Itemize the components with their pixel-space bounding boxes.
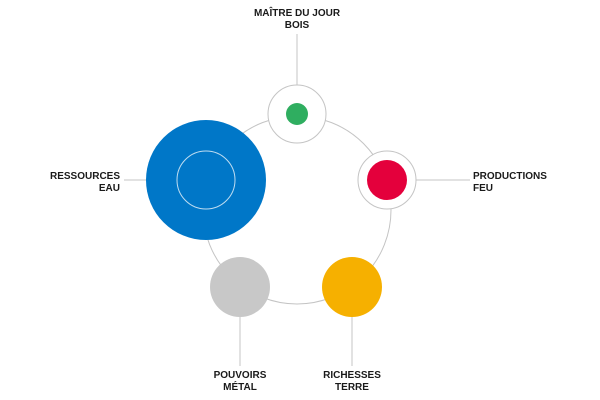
label-metal-line1: POUVOIRS — [214, 370, 267, 381]
label-feu-line2: FEU — [473, 183, 493, 194]
label-eau: RESSOURCES EAU — [50, 171, 120, 194]
label-bois-line1: MAÎTRE DU JOUR — [254, 6, 341, 19]
node-bois[interactable] — [267, 84, 327, 144]
node-terre[interactable] — [322, 257, 382, 317]
label-terre-line1: RICHESSES — [323, 370, 381, 381]
node-eau-dot — [146, 120, 266, 240]
node-eau[interactable] — [146, 120, 266, 240]
label-bois-line2: BOIS — [285, 20, 310, 31]
node-metal[interactable] — [210, 257, 270, 317]
node-eau-inner-ring — [176, 150, 236, 210]
label-terre: RICHESSES TERRE — [323, 370, 381, 393]
node-bois-dot — [286, 103, 308, 125]
label-feu-line1: PRODUCTIONS — [473, 171, 547, 182]
label-bois: MAÎTRE DU JOUR BOIS — [254, 6, 341, 31]
node-feu[interactable] — [357, 150, 417, 210]
node-metal-dot — [210, 257, 270, 317]
label-metal: POUVOIRS MÉTAL — [214, 370, 267, 393]
node-terre-dot — [322, 257, 382, 317]
label-eau-line1: RESSOURCES — [50, 171, 120, 182]
label-metal-line2: MÉTAL — [223, 380, 257, 393]
label-feu: PRODUCTIONS FEU — [473, 171, 547, 194]
node-feu-dot — [367, 160, 407, 200]
label-eau-line2: EAU — [99, 183, 120, 194]
label-terre-line2: TERRE — [335, 382, 369, 393]
